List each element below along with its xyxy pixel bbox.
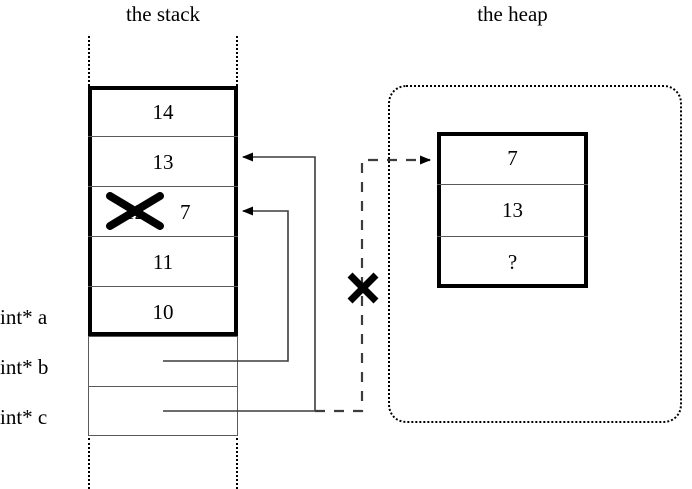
heap-allocated-block [437, 132, 588, 288]
heap-separator-2 [437, 236, 588, 237]
heap-title: the heap [477, 2, 548, 26]
stack-cell-value-11: 11 [152, 250, 174, 274]
stack-title: the stack [125, 2, 201, 26]
stack-cell-value-7-new: 7 [180, 200, 191, 224]
stack-cell-value-14: 14 [152, 100, 174, 124]
variable-label-a: int* a [0, 305, 48, 329]
heap-separator-1 [437, 184, 588, 185]
stack-separator-3 [88, 236, 238, 237]
variable-label-b: int* b [0, 355, 49, 379]
crossout-icon-dangling-pointer [347, 272, 379, 304]
stack-separator-4 [88, 286, 238, 287]
heap-cell-value-unknown: ? [507, 250, 518, 274]
heap-cell-value-7: 7 [507, 146, 518, 170]
stack-dotted-line-right-bottom [236, 438, 238, 489]
stack-separator-2 [88, 186, 238, 187]
variable-label-c: int* c [0, 405, 48, 429]
heap-cell-value-13: 13 [502, 198, 523, 222]
stack-cell-value-13: 13 [152, 150, 174, 174]
stack-cell-value-10: 10 [152, 300, 174, 324]
stack-separator-1 [88, 136, 238, 137]
stack-separator-5 [88, 386, 238, 387]
stack-dotted-line-left-bottom [88, 438, 90, 489]
stack-dotted-line-right-top [236, 36, 238, 86]
stack-dotted-line-left-top [88, 36, 90, 86]
